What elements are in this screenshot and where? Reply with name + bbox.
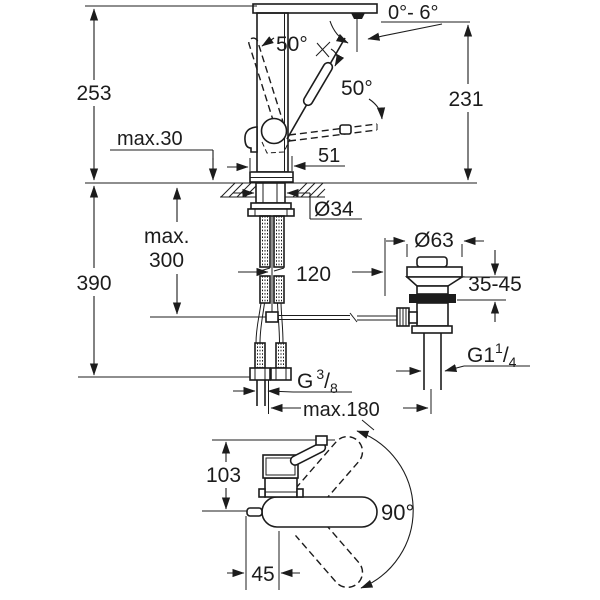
mounting-shank	[247, 182, 295, 217]
hose-nut-right	[270, 367, 292, 381]
dimension-390	[78, 185, 270, 378]
dim-253-label: 253	[76, 82, 111, 105]
dim-231-label: 231	[448, 88, 483, 111]
dim-51-label: 51	[318, 145, 340, 167]
rotation-arc	[356, 430, 414, 589]
annotation-g114	[396, 364, 530, 376]
dimension-labels: 253 max.30 50° 50° 0°- 6° 231 51 Ø34 max…	[76, 2, 521, 586]
ball-joint	[260, 117, 288, 145]
drain-seal-ring	[409, 294, 456, 303]
hose-nut-left	[249, 367, 271, 381]
cartridge-plan	[262, 454, 299, 479]
dimension-51	[227, 156, 345, 172]
front-view	[78, 3, 530, 431]
spout-tip-stub	[246, 507, 263, 517]
annotation-g38	[233, 386, 352, 396]
lever-connector	[339, 124, 352, 135]
dim-d63-label: Ø63	[414, 229, 454, 252]
drain-cap	[406, 266, 463, 278]
lever-dashed-horizontal	[288, 129, 378, 142]
lever-dashed-down	[261, 138, 291, 154]
dimension-120	[238, 238, 386, 296]
angle-90-label: 90°	[381, 500, 414, 525]
angle-0-6-annotation	[329, 20, 470, 44]
dim-d34-label: Ø34	[314, 198, 354, 221]
pop-up-rod	[265, 216, 397, 323]
drain-plug-knob	[416, 256, 448, 268]
dimension-45	[227, 516, 300, 590]
drain-coupling	[411, 325, 453, 334]
drain-assembly	[396, 256, 465, 390]
pull-rod-hook	[244, 126, 258, 153]
faucet-plan	[246, 435, 378, 528]
dim-390-label: 390	[76, 272, 111, 295]
dimension-max180	[268, 380, 432, 431]
supply-hoses	[249, 215, 292, 406]
angle-50-left-label: 50°	[276, 33, 308, 56]
dim-max180-label: max.180	[303, 399, 380, 421]
dimension-max30	[110, 149, 218, 222]
faucet-front	[244, 3, 378, 183]
dimension-max300	[150, 274, 266, 318]
aerator-nozzle	[351, 13, 365, 19]
dim-max300-line2: 300	[149, 249, 184, 272]
drain-body	[416, 302, 449, 327]
thread-g114-label: G11/4	[467, 340, 517, 370]
dim-max30-label: max.30	[117, 128, 183, 150]
dim-45-label: 45	[251, 563, 274, 586]
spout-bar	[252, 3, 378, 14]
plan-view	[202, 430, 414, 590]
rod-junction	[265, 311, 279, 323]
dim-120-label: 120	[296, 263, 331, 286]
dimension-d63	[386, 236, 484, 257]
angle-annotations	[261, 36, 386, 120]
spout-plan	[261, 496, 378, 528]
angle-50-right-label: 50°	[341, 77, 373, 100]
spout-dashed-down	[294, 515, 364, 589]
washer	[250, 202, 292, 210]
dimension-d34	[233, 188, 362, 220]
dim-max300-line1: max.	[144, 225, 190, 248]
lever-handle	[302, 61, 334, 107]
dim-103-label: 103	[206, 464, 241, 487]
angle-0-6-label: 0°- 6°	[388, 2, 438, 24]
body-plan	[264, 477, 298, 498]
lever-tip-tab	[315, 435, 328, 446]
dim-35-45-label: 35-45	[468, 273, 522, 296]
mounting-flange	[247, 208, 295, 217]
dimension-35-45	[457, 250, 506, 322]
